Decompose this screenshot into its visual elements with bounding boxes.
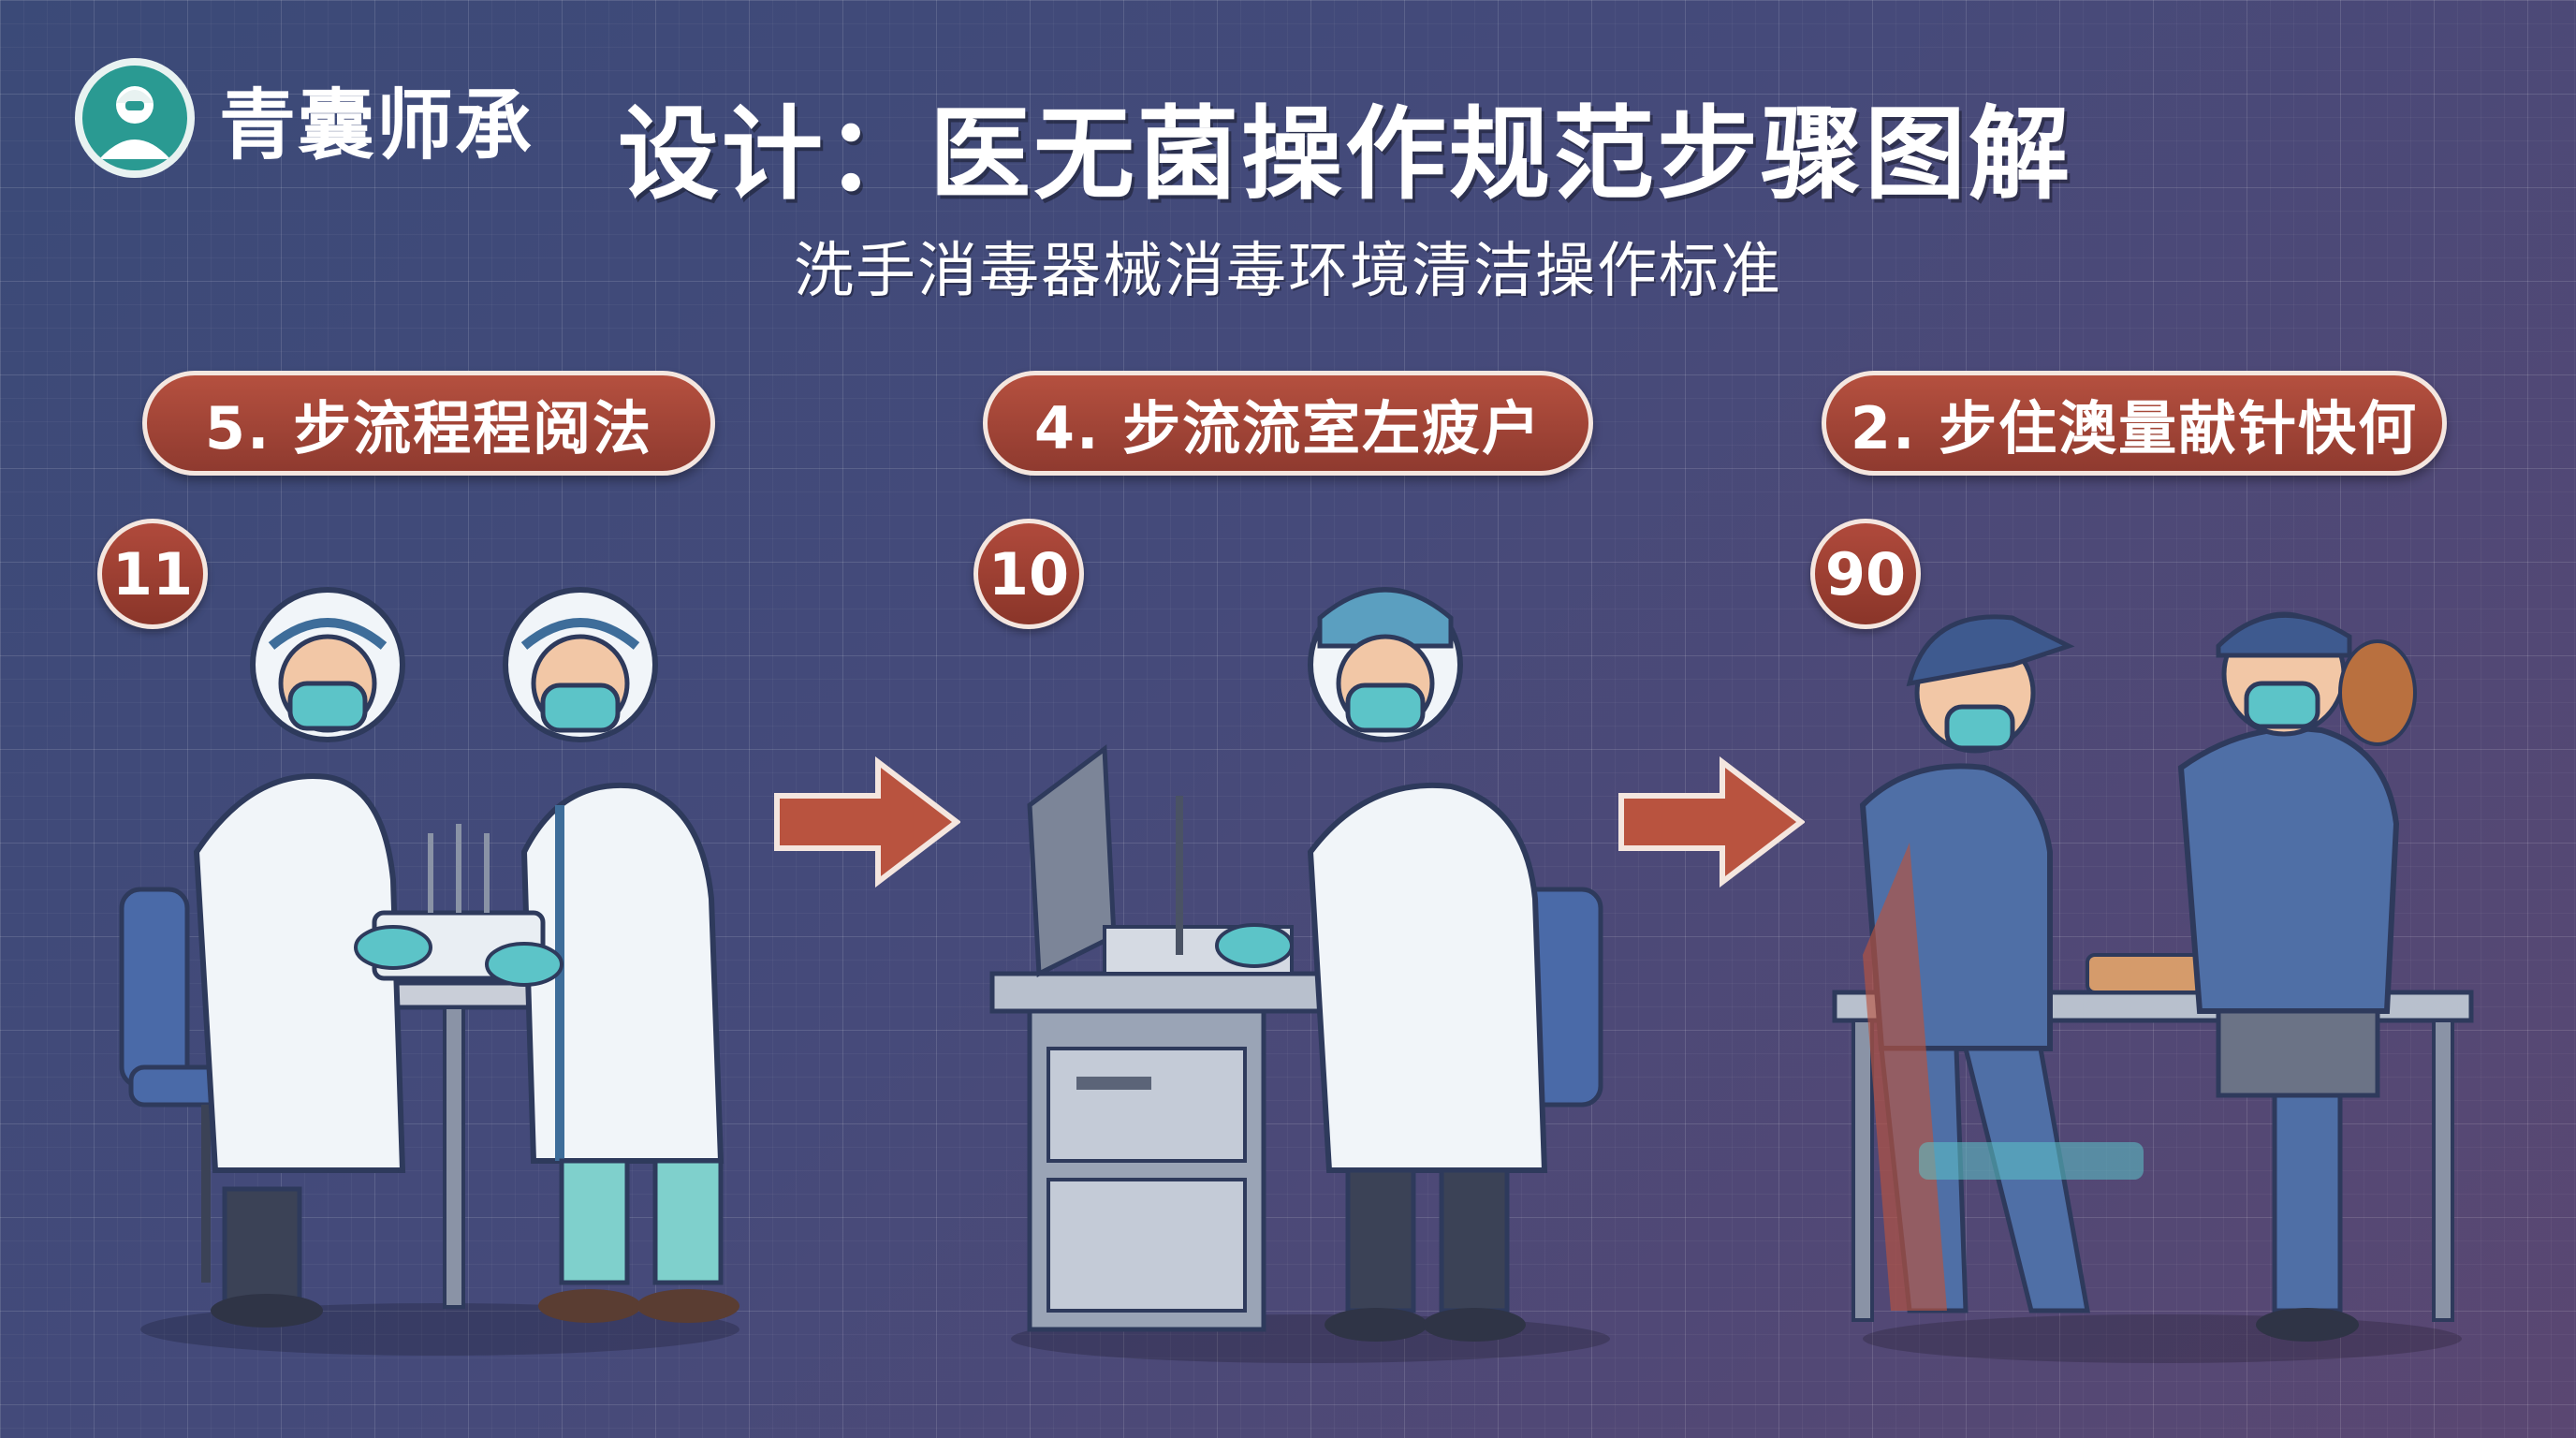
scene-workstation-medic-illustration: [989, 587, 1610, 1363]
step-label-2: 4. 步流流室左疲户: [983, 371, 1593, 476]
step-label-1: 5. 步流程程阅法: [142, 371, 715, 476]
doctor-avatar-icon: [75, 58, 195, 178]
brand: 青囊师承: [75, 58, 534, 178]
step-number-badge-2: 10: [973, 519, 1084, 629]
arrow-right-icon: [774, 756, 960, 888]
arrow-right-icon: [1618, 756, 1805, 888]
page-subtitle: 洗手消毒器械消毒环境清洁操作标准: [794, 237, 1782, 306]
step-number-badge-1: 11: [97, 519, 208, 629]
step-number-badge-3: 90: [1810, 519, 1921, 629]
scene-two-medics-illustration: [119, 587, 739, 1356]
page-title: 设计：医无菌操作规范步骤图解: [618, 96, 2073, 213]
scene-staff-at-table-illustration: [1832, 611, 2474, 1363]
brand-name: 青囊师承: [219, 81, 534, 170]
step-label-3: 2. 步住澳量献针快何: [1822, 371, 2447, 476]
